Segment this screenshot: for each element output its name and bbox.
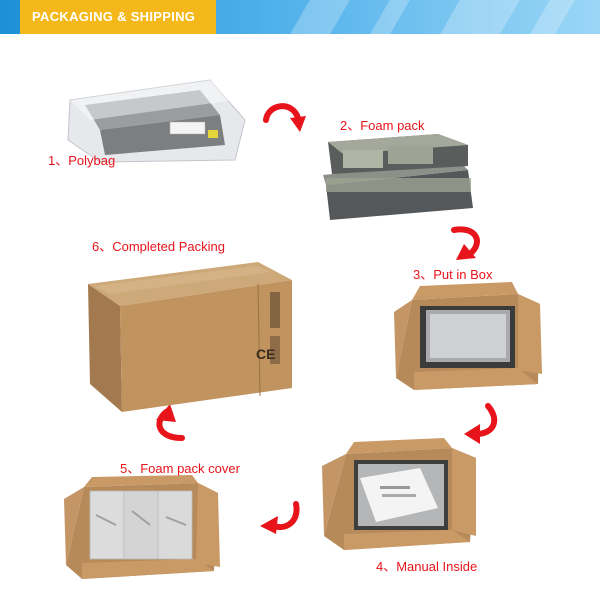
- step-5-label: 5、Foam pack cover: [120, 461, 240, 476]
- step-1-label: 1、Polybag: [48, 153, 116, 168]
- step-3-label: 3、Put in Box: [413, 267, 493, 282]
- foam-pack-photo: [323, 134, 473, 220]
- polybag-photo: [67, 79, 246, 163]
- step-2-label: 2、Foam pack: [340, 118, 425, 133]
- box-with-device-photo: [394, 282, 542, 390]
- step-6-label: 6、Completed Packing: [92, 239, 225, 254]
- banner-tab: PACKAGING & SHIPPING: [20, 0, 216, 34]
- box-with-manual-photo: [322, 438, 476, 550]
- step-4-label: 4、Manual Inside: [376, 559, 478, 574]
- section-banner: PACKAGING & SHIPPING: [0, 0, 600, 34]
- curved-arrow-icon: [464, 403, 498, 444]
- curved-arrow-icon: [156, 404, 185, 441]
- completed-box-photo: [88, 262, 292, 412]
- curved-arrow-icon: [263, 103, 306, 132]
- ce-mark: CE: [256, 346, 276, 362]
- curved-arrow-icon: [260, 501, 300, 534]
- banner-title: PACKAGING & SHIPPING: [32, 9, 196, 24]
- box-with-foam-cover-photo: [64, 475, 220, 579]
- curved-arrow-icon: [451, 226, 480, 260]
